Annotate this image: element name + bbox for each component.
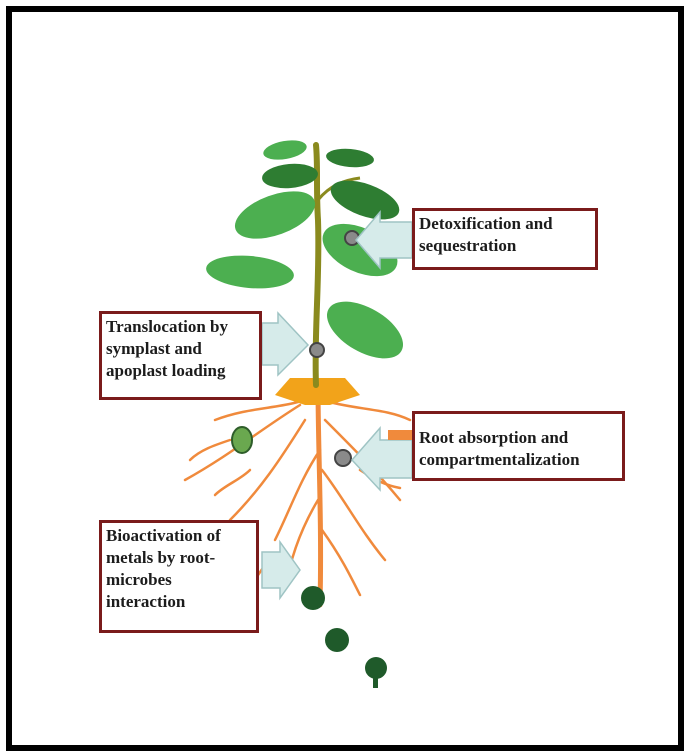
microbe-icon <box>232 427 252 453</box>
bioactivation-label: Bioactivation of metals by root- microbe… <box>99 520 259 633</box>
detoxification-label: Detoxification and sequestration <box>412 208 598 270</box>
microbe-icon <box>301 586 387 688</box>
root-absorption-label: Root absorption and compartmentalization <box>412 411 625 481</box>
translocation-label: Translocation by symplast and apoplast l… <box>99 311 262 400</box>
